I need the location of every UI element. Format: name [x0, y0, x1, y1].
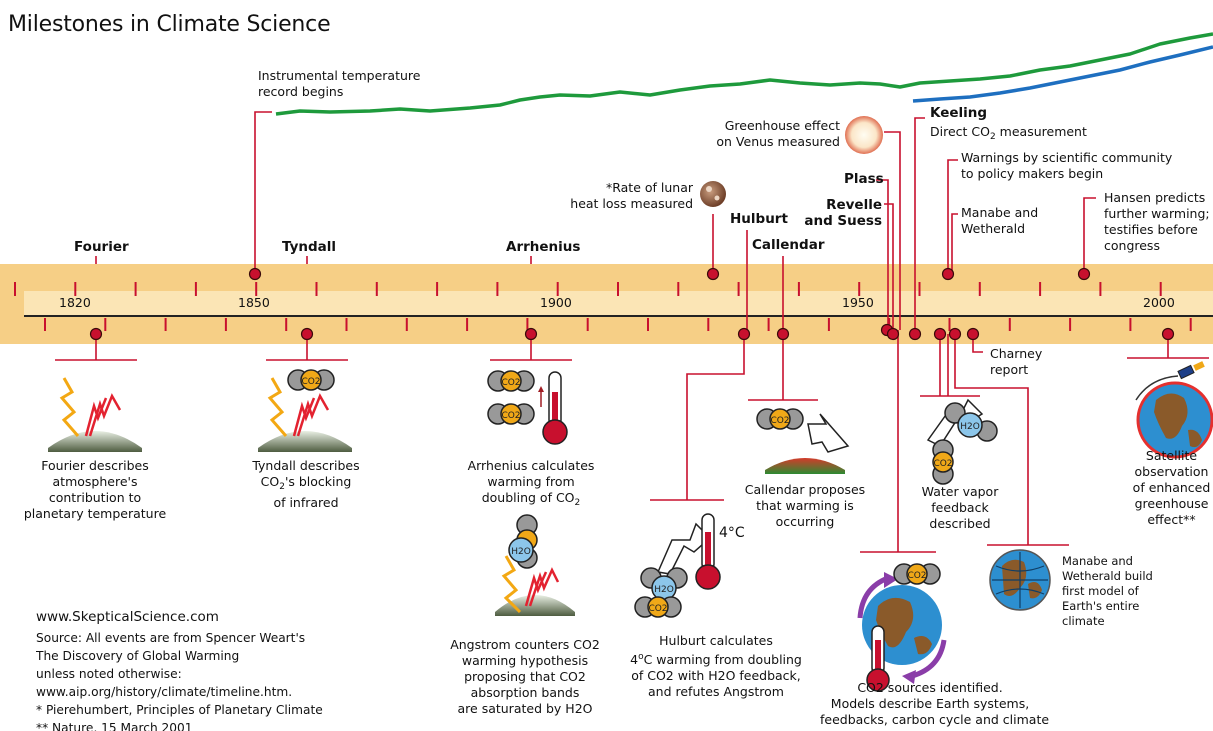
scientist-name-revelle-suess: Revelle and Suess	[804, 197, 882, 229]
year-label-1950: 1950	[842, 295, 874, 310]
marker-keeling	[908, 327, 922, 341]
marker-manabe	[948, 327, 962, 341]
earth-model-globe-icon	[989, 549, 1051, 611]
scientist-name-callendar: Callendar	[752, 237, 825, 253]
leader-line	[884, 131, 901, 330]
scientist-name-keeling: Keeling	[930, 105, 988, 121]
hulburt-feedback-icon: H2O CO2 4°C	[634, 513, 745, 618]
marker-revelle-suess	[886, 327, 900, 341]
marker-arrhenius	[524, 327, 538, 341]
source-notes: Source: All events are from Spencer Wear…	[36, 631, 323, 731]
leader-line	[947, 159, 958, 274]
marker-tyndall	[300, 327, 314, 341]
scientist-name-arrhenius: Arrhenius	[506, 239, 581, 255]
event-water-vapor-description: Water vapor feedback described	[921, 484, 999, 531]
leader-line	[1083, 197, 1096, 274]
website-credit: www.SkepticalScience.com	[36, 609, 219, 625]
co2-molecule-label: CO2	[501, 378, 520, 388]
callendar-warming-icon: CO2	[756, 408, 850, 474]
event-manabe-wetherald: Manabe and Wetherald	[961, 205, 1039, 236]
scientist-name-tyndall: Tyndall	[282, 239, 337, 255]
marker-lunar	[706, 267, 720, 281]
leader-line	[884, 203, 894, 330]
h2o-molecule-label: H2O	[654, 585, 674, 595]
year-label-1820: 1820	[59, 295, 91, 310]
tyndall-co2-icon: CO2	[258, 369, 352, 452]
angstrom-saturation-icon: H2O	[495, 514, 575, 616]
event-callendar-description: Callendar proposes that warming is occur…	[744, 482, 866, 529]
leader-line	[951, 213, 958, 274]
carbon-cycle-icon: CO2	[857, 563, 947, 692]
satellite-earth-icon	[1135, 361, 1213, 459]
event-arrhenius-description: Arrhenius calculates warming from doubli…	[467, 458, 595, 508]
four-degree-label: 4°C	[719, 525, 745, 541]
year-label-1850: 1850	[238, 295, 270, 310]
page-title: Milestones in Climate Science	[8, 12, 331, 37]
event-charney-report: Charney report	[990, 346, 1043, 377]
h2o-molecule-label: H2O	[960, 422, 980, 432]
event-co2-sources-description: CO2 sources identified. Models describe …	[820, 680, 1050, 727]
year-label-2000: 2000	[1143, 295, 1175, 310]
arrhenius-co2-thermometer-icon: CO2 CO2	[487, 370, 568, 445]
co2-molecule-label: CO2	[648, 604, 667, 614]
year-label-1900: 1900	[540, 295, 572, 310]
marker-warnings	[941, 267, 955, 281]
event-fourier-description: Fourier describes atmosphere's contribut…	[23, 458, 167, 521]
event-angstrom-description: Angstrom counters CO2 warming hypothesis…	[450, 637, 600, 716]
event-manabe-model-description: Manabe and Wetherald build first model o…	[1062, 554, 1153, 628]
marker-instrumental	[248, 267, 262, 281]
marker-callendar	[776, 327, 790, 341]
marker-fourier	[89, 327, 103, 341]
marker-hulburt	[737, 327, 751, 341]
event-satellite-description: Satellite observation of enhanced greenh…	[1132, 448, 1211, 527]
event-warnings: Warnings by scientific community to poli…	[961, 150, 1173, 181]
scientist-name-hulburt: Hulburt	[730, 211, 788, 227]
event-markers	[89, 267, 1175, 341]
co2-molecule-label: CO2	[770, 416, 789, 426]
leader-line	[254, 111, 272, 274]
leader-line	[954, 334, 1029, 545]
event-hulburt-description: Hulburt calculates 4oC warming from doub…	[630, 633, 802, 699]
marker-satellite	[1161, 327, 1175, 341]
leader-line	[914, 117, 925, 334]
marker-water-vapor	[933, 327, 947, 341]
marker-hansen	[1077, 267, 1091, 281]
event-lunar-heat-loss: *Rate of lunar heat loss measured	[570, 180, 693, 211]
event-leader-lines	[55, 111, 1209, 553]
h2o-molecule-label: H2O	[511, 547, 531, 557]
leader-line	[876, 179, 889, 330]
scientist-name-fourier: Fourier	[74, 239, 129, 255]
scientist-name-plass: Plass	[844, 171, 884, 187]
co2-molecule-label: CO2	[907, 571, 926, 581]
event-keeling-measurement: Direct CO2 measurement	[930, 124, 1087, 142]
event-hansen: Hansen predicts further warming; testifi…	[1104, 190, 1210, 253]
leader-line	[686, 334, 745, 500]
fourier-earth-icon	[48, 377, 142, 452]
co2-molecule-label: CO2	[933, 459, 952, 469]
water-vapor-feedback-icon: H2O CO2	[926, 398, 998, 485]
temperature-record-line	[275, 32, 1213, 116]
venus-icon	[845, 116, 883, 154]
co2-molecule-label: CO2	[301, 377, 320, 387]
event-instrumental-record: Instrumental temperature record begins	[258, 68, 421, 99]
event-tyndall-description: Tyndall describes CO2's blocking of infr…	[252, 458, 360, 510]
co2-record-line	[912, 45, 1213, 103]
marker-charney	[966, 327, 980, 341]
event-venus-greenhouse: Greenhouse effect on Venus measured	[716, 118, 840, 149]
co2-molecule-label: CO2	[501, 411, 520, 421]
moon-icon	[700, 181, 726, 207]
